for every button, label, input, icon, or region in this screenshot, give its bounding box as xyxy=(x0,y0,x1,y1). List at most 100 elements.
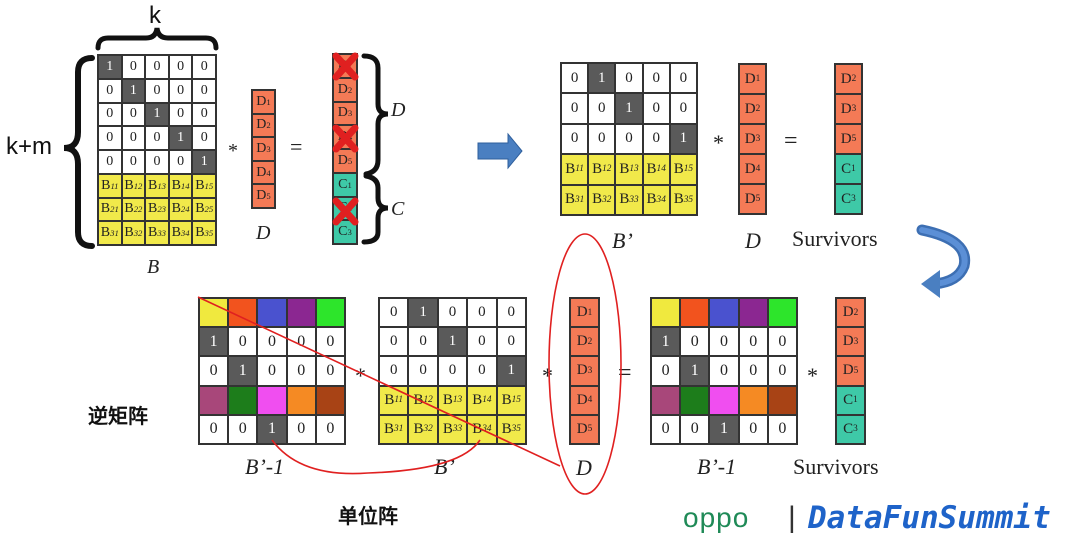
matrix-cell: 0 xyxy=(286,327,316,357)
matrix-cell: 0 xyxy=(642,123,670,155)
matrix-cell: 0 xyxy=(192,78,216,103)
diagonal-annotation-line xyxy=(197,296,561,467)
equals-operator: = xyxy=(290,134,303,159)
matrix-b-prime-label: B’ xyxy=(612,228,633,253)
matrix-cell: 0 xyxy=(561,123,589,155)
inverse-color-cell xyxy=(680,298,710,328)
vector-d-label: D xyxy=(576,455,592,480)
matrix-cell: 0 xyxy=(257,356,287,386)
matrix-cell: 0 xyxy=(642,63,670,94)
footer-separator: | xyxy=(788,501,796,534)
matrix-cell: 0 xyxy=(168,55,193,79)
matrix-cell: 0 xyxy=(121,126,146,150)
matrix-cell: 0 xyxy=(588,93,616,124)
matrix-cell: 0 xyxy=(315,356,345,386)
matrix-cell: 0 xyxy=(286,414,316,444)
matrix-cell: 1 xyxy=(437,327,468,357)
k-label: k xyxy=(149,2,161,29)
survivors-label: Survivors xyxy=(793,454,879,479)
matrix-cell: 0 xyxy=(199,414,229,444)
matrix-cell: 0 xyxy=(588,123,616,155)
matrix-cell: 1 xyxy=(615,93,643,124)
matrix-cell: 0 xyxy=(467,356,497,386)
matrix-cell: 0 xyxy=(192,126,216,150)
matrix-cell: 0 xyxy=(145,55,169,79)
matrix-cell: 0 xyxy=(561,93,589,124)
inverse-color-cell xyxy=(767,298,797,328)
matrix-cell: 0 xyxy=(379,327,409,357)
inverse-color-cell xyxy=(315,298,345,328)
inverse-color-cell xyxy=(767,385,797,415)
matrix-cell: 0 xyxy=(467,327,497,357)
matrix-cell: 1 xyxy=(588,63,616,94)
matrix-cell: 0 xyxy=(408,356,438,386)
matrix-cell: 0 xyxy=(669,63,697,94)
matrix-cell: 1 xyxy=(651,327,681,357)
matrix-cell: 0 xyxy=(467,298,497,328)
survivors-label: Survivors xyxy=(792,226,878,251)
matrix-cell: 0 xyxy=(379,356,409,386)
inverse-color-cell xyxy=(286,298,316,328)
inverse-color-cell xyxy=(257,298,287,328)
inverse-color-cell xyxy=(199,298,229,328)
matrix-cell: 0 xyxy=(192,55,216,79)
matrix-b-label: B xyxy=(147,256,160,278)
vector-d-label: D xyxy=(256,222,271,244)
matrix-cell: 0 xyxy=(145,150,169,174)
matrix-cell: 1 xyxy=(669,123,697,155)
matrix-cell: 0 xyxy=(680,414,710,444)
datafun-logo: DataFunSummit xyxy=(808,500,1051,536)
matrix-cell: 0 xyxy=(615,123,643,155)
matrix-cell: 0 xyxy=(669,93,697,124)
vector-d-label: D xyxy=(745,228,761,253)
lost-x-icon xyxy=(332,197,359,226)
matrix-cell: 0 xyxy=(168,102,193,127)
inverse-color-cell xyxy=(199,385,229,415)
matrix-cell: 0 xyxy=(228,414,258,444)
oppo-logo: oppo xyxy=(683,502,750,533)
inverse-matrix-caption: 逆矩阵 xyxy=(88,404,148,428)
matrix-cell: 0 xyxy=(315,414,345,444)
